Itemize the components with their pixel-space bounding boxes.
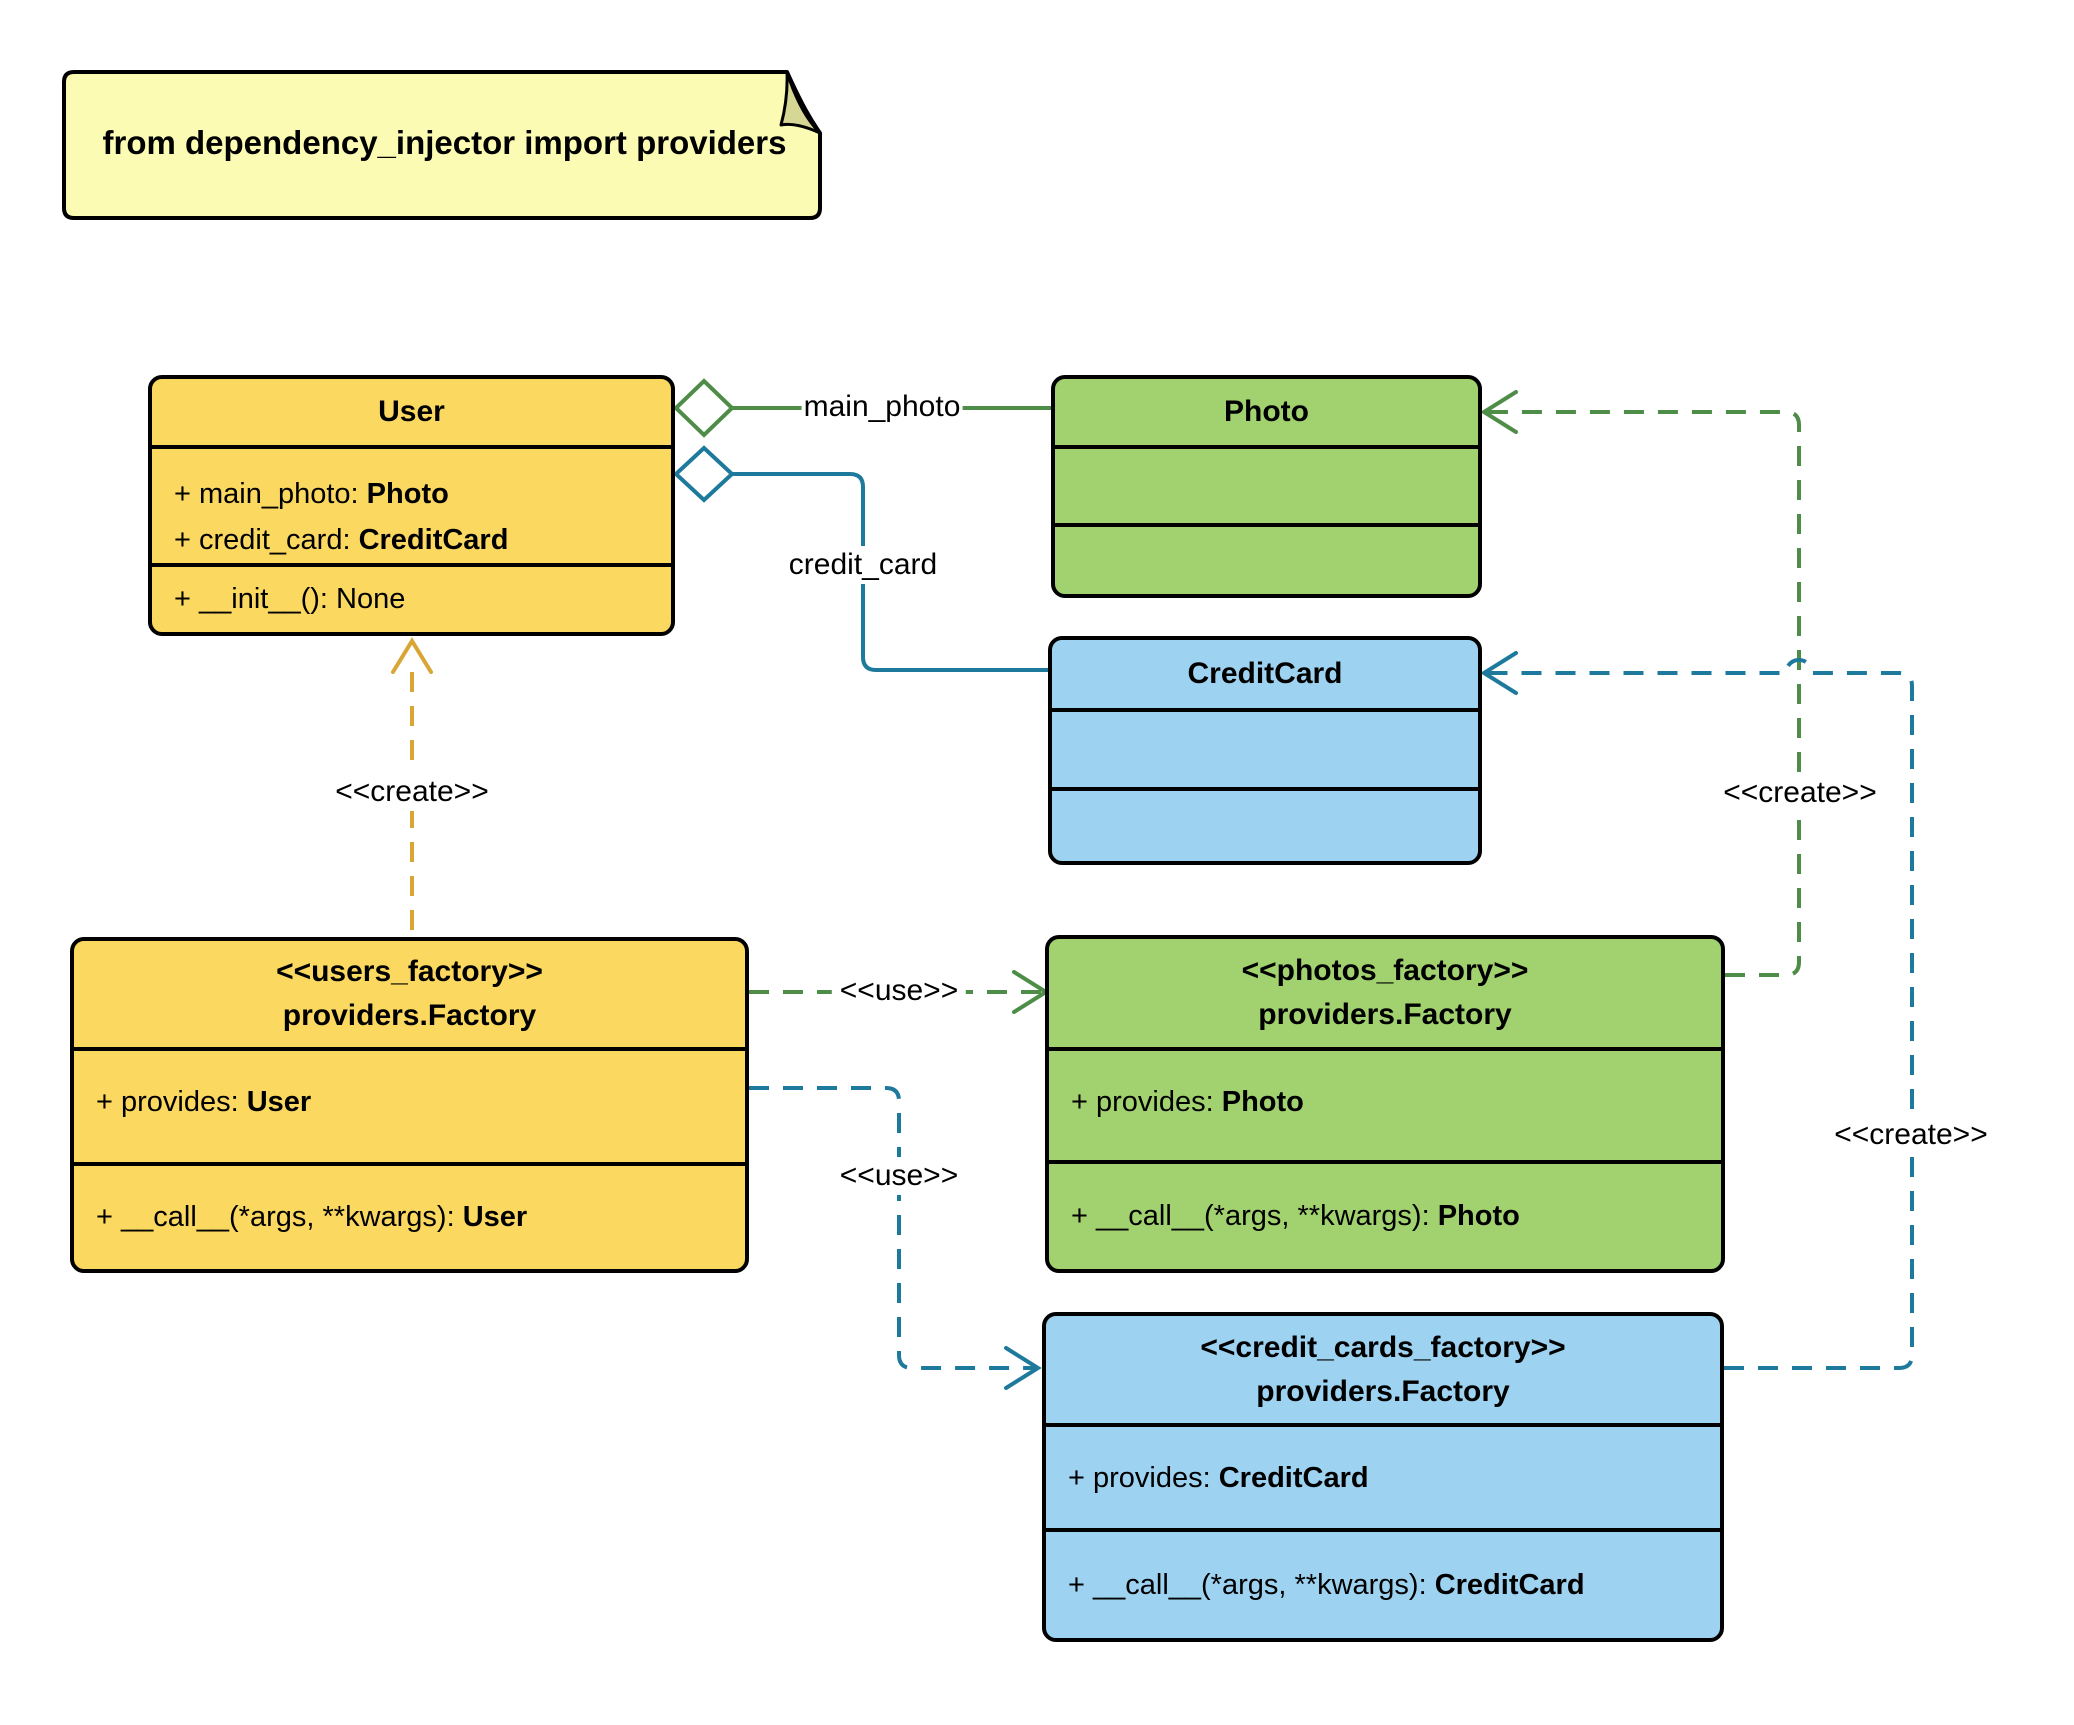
stereotype: <<users_factory>> <box>276 955 543 988</box>
class-credit-cards-factory[interactable]: <<credit_cards_factory>> providers.Facto… <box>1042 1312 1724 1642</box>
method-return-type: Photo <box>1437 1200 1520 1232</box>
open-arrowhead-icon <box>1480 651 1518 695</box>
class-name: providers.Factory <box>1258 998 1512 1031</box>
create-photo-line[interactable] <box>1488 410 1801 977</box>
class-user-methods: + __init__(): None <box>152 567 671 632</box>
class-photos-factory[interactable]: <<photos_factory>> providers.Factory + p… <box>1045 935 1725 1273</box>
attribute-name: + credit_card: <box>174 524 359 556</box>
edge-photos-factory-create-photo[interactable] <box>1480 390 1801 977</box>
attribute-name: + provides: <box>96 1086 247 1118</box>
attribute-name: + provides: <box>1068 1462 1219 1494</box>
edge-label-create-credit-card: <<create>> <box>1826 1116 1996 1154</box>
class-credit-cards-factory-methods: + __call__(*args, **kwargs): CreditCard <box>1046 1532 1720 1638</box>
method-signature: + __call__(*args, **kwargs): <box>96 1201 463 1233</box>
class-photos-factory-attributes: + provides: Photo <box>1049 1051 1721 1164</box>
aggregation-diamond-icon <box>673 378 735 438</box>
class-credit-card-attributes <box>1052 712 1478 791</box>
edge-label-create-photo: <<create>> <box>1715 774 1885 812</box>
class-user-title: User <box>152 379 671 449</box>
method-call: + __call__(*args, **kwargs): CreditCard <box>1068 1569 1585 1602</box>
class-photos-factory-title: <<photos_factory>> providers.Factory <box>1049 939 1721 1051</box>
class-photo[interactable]: Photo <box>1051 375 1482 598</box>
attribute-type: Photo <box>1221 1086 1304 1118</box>
edge-label-create-user: <<create>> <box>327 773 497 811</box>
class-users-factory[interactable]: <<users_factory>> providers.Factory + pr… <box>70 937 749 1273</box>
class-credit-cards-factory-title: <<credit_cards_factory>> providers.Facto… <box>1046 1316 1720 1427</box>
edge-credit-cards-factory-create-credit-card[interactable] <box>1480 651 1914 1370</box>
note-text: from dependency_injector import provider… <box>102 123 787 161</box>
class-photo-title: Photo <box>1055 379 1478 449</box>
edge-users-factory-create-user[interactable] <box>391 637 433 937</box>
attribute-provides: + provides: Photo <box>1071 1079 1721 1125</box>
attribute-type: CreditCard <box>358 524 509 556</box>
class-photos-factory-methods: + __call__(*args, **kwargs): Photo <box>1049 1164 1721 1269</box>
class-user-attributes: + main_photo: Photo + credit_card: Credi… <box>152 449 671 567</box>
note-shape[interactable] <box>60 69 830 226</box>
attribute-name: + provides: <box>1071 1086 1222 1118</box>
class-photo-attributes <box>1055 449 1478 527</box>
class-name: providers.Factory <box>282 999 537 1032</box>
method-call: + __call__(*args, **kwargs): User <box>96 1201 527 1234</box>
method-signature: + __call__(*args, **kwargs): <box>1068 1568 1435 1601</box>
class-users-factory-attributes: + provides: User <box>74 1051 745 1166</box>
class-photo-methods <box>1055 527 1478 594</box>
method-return-type: CreditCard <box>1434 1568 1585 1601</box>
edge-label-use-photos: <<use>> <box>831 972 967 1010</box>
class-credit-card-title: CreditCard <box>1052 640 1478 712</box>
class-credit-cards-factory-attributes: + provides: CreditCard <box>1046 1427 1720 1532</box>
class-user[interactable]: User + main_photo: Photo + credit_card: … <box>148 375 675 636</box>
edge-users-factory-use-credit-cards-factory[interactable] <box>749 1086 1042 1390</box>
attribute-type: User <box>246 1086 312 1118</box>
stereotype: <<credit_cards_factory>> <box>1200 1330 1566 1364</box>
stereotype: <<photos_factory>> <box>1241 954 1529 987</box>
attribute-type: CreditCard <box>1218 1462 1369 1494</box>
open-arrowhead-icon <box>1004 1346 1042 1390</box>
use-credit-cards-line[interactable] <box>749 1086 1036 1370</box>
method-call: + __call__(*args, **kwargs): Photo <box>1071 1200 1520 1233</box>
aggregation-diamond-icon <box>673 445 735 503</box>
class-credit-card-methods <box>1052 791 1478 861</box>
method-init: + __init__(): None <box>174 583 406 615</box>
class-users-factory-title: <<users_factory>> providers.Factory <box>74 941 745 1051</box>
open-arrowhead-icon <box>391 637 433 674</box>
class-credit-card[interactable]: CreditCard <box>1048 636 1482 865</box>
class-users-factory-methods: + __call__(*args, **kwargs): User <box>74 1166 745 1269</box>
edge-label-main-photo: main_photo <box>801 388 963 426</box>
attribute-name: + main_photo: <box>174 478 367 510</box>
note-fold-icon <box>779 70 822 135</box>
method-return-type: User <box>462 1201 528 1233</box>
method-signature: + __call__(*args, **kwargs): <box>1071 1200 1438 1232</box>
create-credit-card-line[interactable] <box>1488 658 1914 1370</box>
attribute-provides: + provides: User <box>96 1079 745 1125</box>
edge-label-credit-card: credit_card <box>780 546 946 584</box>
edge-label-use-credit-cards: <<use>> <box>831 1157 967 1195</box>
attribute-credit-card: + credit_card: CreditCard <box>174 517 671 563</box>
attribute-main-photo: + main_photo: Photo <box>174 471 671 517</box>
attribute-type: Photo <box>366 478 449 510</box>
class-name: providers.Factory <box>1256 1374 1510 1408</box>
open-arrowhead-icon <box>1480 390 1518 434</box>
note-background[interactable] <box>62 70 822 220</box>
attribute-provides: + provides: CreditCard <box>1068 1455 1720 1501</box>
